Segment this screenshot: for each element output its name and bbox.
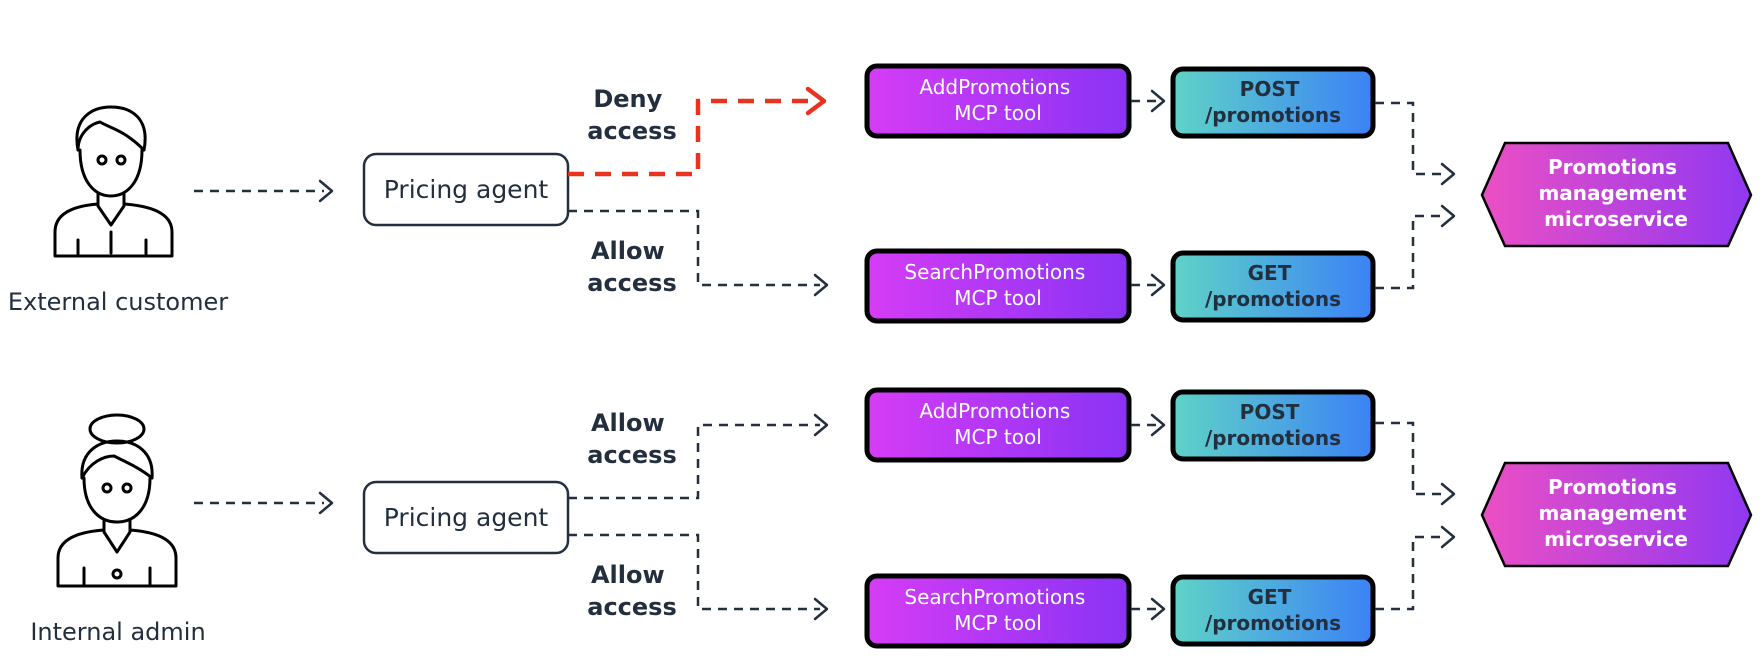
allow-route-line [568,423,820,500]
api-label: POST /promotions [1205,77,1341,127]
arrow-head [1150,597,1166,621]
mcp-tool-add-promotions [864,387,1132,463]
promotions-microservice [1480,461,1753,568]
mcp-tool-search-promotions [864,248,1132,324]
arrow-api-to-service [1375,101,1447,176]
service-label: Promotions management microservice [1538,155,1693,231]
arrow-head [813,597,829,621]
allow-route-line [568,209,820,287]
pricing-agent-box [362,480,570,555]
arrow-head [813,273,829,297]
row-internal-admin: Internal admin Pricing agent Allow acces… [30,387,1753,649]
arrow-api-to-service [1375,535,1447,611]
arrow-head [1440,482,1456,506]
mcp-tool-add-promotions [864,63,1132,139]
allow-route-line [568,533,820,611]
api-get-promotions [1170,250,1376,323]
service-label: Promotions management microservice [1538,475,1693,551]
pricing-agent-label: Pricing agent [384,175,549,204]
decision-label: Deny access [587,85,677,145]
mcp-tool-search-promotions [864,573,1132,649]
row-external-customer: External customer Pricing agent Deny acc… [8,63,1753,324]
arrow-head [1150,273,1166,297]
promotions-microservice [1480,141,1753,248]
tool-label: SearchPromotions MCP tool [904,260,1091,310]
api-post-promotions [1170,66,1376,139]
pricing-agent-label: Pricing agent [384,503,549,532]
deny-route-line [568,98,818,177]
tool-label: AddPromotions MCP tool [919,399,1076,449]
arrow-head [318,179,334,203]
person-label: Internal admin [30,618,205,646]
api-label: POST /promotions [1205,400,1341,450]
api-label: GET /promotions [1205,261,1341,311]
decision-label: Allow access [587,237,677,297]
decision-label: Allow access [587,561,677,621]
deny-arrow-head [805,86,827,116]
arrow-head [1440,162,1456,186]
pricing-agent-box [362,152,570,227]
arrow-api-to-service [1375,421,1447,496]
arrow-head [1150,413,1166,437]
arrow-head [813,413,829,437]
person-label: External customer [8,288,228,316]
tool-label: SearchPromotions MCP tool [904,585,1091,635]
person-bun-hair-icon [56,413,178,588]
decision-label: Allow access [587,409,677,469]
tool-label: AddPromotions MCP tool [919,75,1076,125]
api-post-promotions [1170,389,1376,462]
api-get-promotions [1170,574,1376,647]
arrow-api-to-service [1375,214,1447,290]
arrow-head [1440,525,1456,549]
arrow-head [318,491,334,515]
person-short-hair-icon [53,105,174,258]
api-label: GET /promotions [1205,585,1341,635]
arrow-head [1150,89,1166,113]
arrow-head [1440,204,1456,228]
